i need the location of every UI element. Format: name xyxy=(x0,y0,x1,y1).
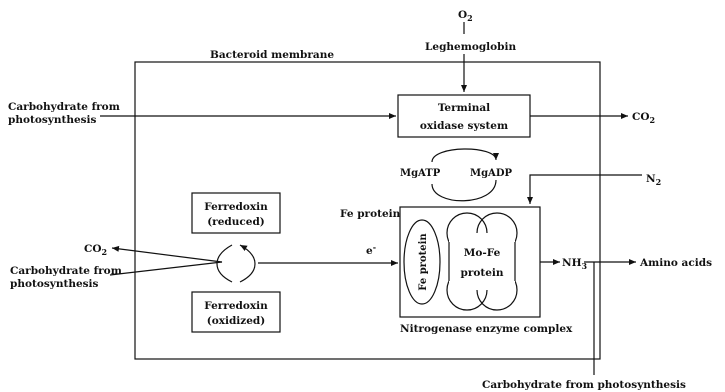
bacteroid-membrane-box xyxy=(134,61,601,360)
fe-protein-ellipse xyxy=(403,219,441,305)
carb-left2-line2: photosynthesis xyxy=(10,278,99,290)
mofe-line2: protein xyxy=(460,267,503,279)
nitrogenase-label: Nitrogenase enzyme complex xyxy=(400,323,573,335)
bacteroid-membrane-label: Bacteroid membrane xyxy=(210,49,334,61)
n2-label: N2 xyxy=(646,173,661,187)
carb-top-left-line1: Carbohydrate from xyxy=(8,101,120,113)
ferredoxin-reduced-box xyxy=(191,192,281,234)
ferredoxin-oxidized-box xyxy=(191,291,281,333)
leghemoglobin-label: Leghemoglobin xyxy=(425,41,516,53)
atp-cycle-bottom-arc xyxy=(431,179,497,202)
ferredoxin-cycle-left-arc xyxy=(216,244,233,283)
terminal-oxidase-box xyxy=(397,94,531,138)
ferredoxin-oxidized-line1: Ferredoxin xyxy=(204,300,268,312)
terminal-oxidase-line2: oxidase system xyxy=(420,120,508,132)
carb-left2-line1: Carbohydrate from xyxy=(10,265,122,277)
o2-label: O2 xyxy=(458,9,473,23)
co2-right-label: CO2 xyxy=(632,111,655,125)
co2-left-arrow xyxy=(111,245,223,263)
carb-bottom-label: Carbohydrate from photosynthesis xyxy=(482,379,686,391)
mofe-line1: Mo-Fe xyxy=(464,247,501,259)
n2-arrow xyxy=(527,174,642,204)
nh3-label: NH3 xyxy=(562,257,588,271)
ferredoxin-reduced-line1: Ferredoxin xyxy=(204,201,268,213)
electron-label: e- xyxy=(366,242,376,257)
ferredoxin-reduced-line2: (reduced) xyxy=(207,216,265,228)
ferredoxin-oxidized-line2: (oxidized) xyxy=(207,315,266,327)
mgadp-label: MgADP xyxy=(470,168,512,179)
mofe-protein-shape xyxy=(446,212,518,311)
amino-acids-label: Amino acids xyxy=(639,257,712,269)
atp-cycle-top-arc xyxy=(431,148,499,163)
mgatp-label: MgATP xyxy=(400,168,441,179)
carb-top-left-line2: photosynthesis xyxy=(8,114,97,126)
fe-protein-rotated-label: Fe protein xyxy=(418,233,429,291)
terminal-oxidase-line1: Terminal xyxy=(438,102,490,114)
co2-left-label: CO2 xyxy=(84,243,107,257)
fe-protein-label: Fe protein xyxy=(340,208,401,220)
carb-left2-line xyxy=(109,261,223,276)
ferredoxin-cycle-right-arc xyxy=(239,244,256,283)
